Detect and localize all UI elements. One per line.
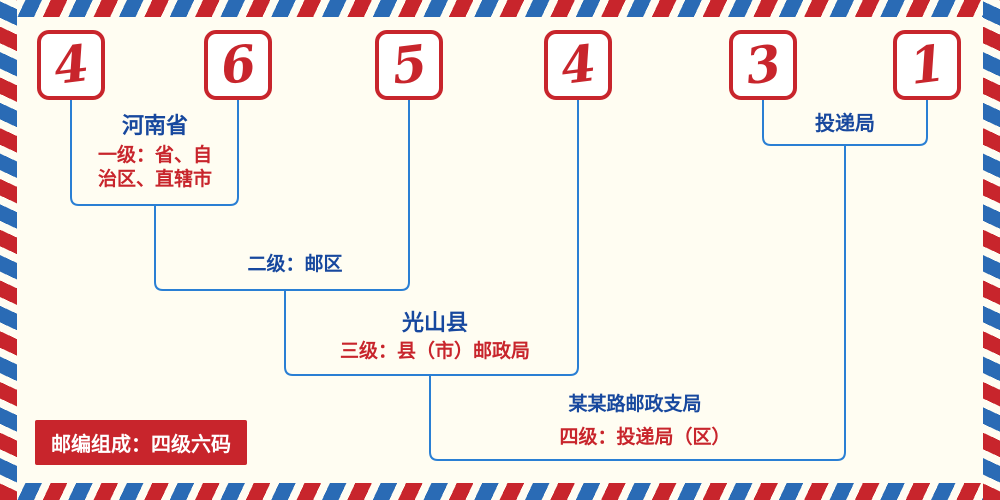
digit-box-3: 5: [375, 30, 443, 100]
digit-5: 3: [742, 33, 784, 96]
airmail-border-bottom: [0, 483, 1000, 500]
level3-description: 三级：县（市）邮政局: [339, 340, 530, 362]
digit-box-1: 4: [37, 30, 105, 100]
digit-2: 6: [217, 33, 259, 96]
digit-1: 4: [50, 33, 92, 96]
postal-code-composition-badge: 邮编组成：四级六码: [35, 420, 247, 465]
airmail-border-top: [0, 0, 1000, 17]
digit-box-4: 4: [544, 30, 612, 100]
level4-branch-label: 某某路邮政支局: [568, 393, 702, 415]
level2-description: 二级：邮区: [247, 253, 343, 275]
level4-office-label: 投递局: [815, 111, 875, 135]
digit-box-2: 6: [204, 30, 272, 100]
digit-3: 5: [388, 33, 430, 96]
digit-box-6: 1: [893, 30, 961, 100]
digit-6: 1: [906, 33, 948, 96]
level1-region-label: 河南省: [121, 114, 188, 139]
digit-box-5: 3: [729, 30, 797, 100]
airmail-border-left: [0, 0, 17, 500]
level3-region-label: 光山县: [401, 311, 468, 336]
digit-4: 4: [557, 33, 599, 96]
level4-description: 四级：投递局（区）: [559, 426, 731, 448]
level1-description: 一级：省、自 治区、直辖市: [97, 144, 212, 190]
airmail-border-right: [983, 0, 1000, 500]
